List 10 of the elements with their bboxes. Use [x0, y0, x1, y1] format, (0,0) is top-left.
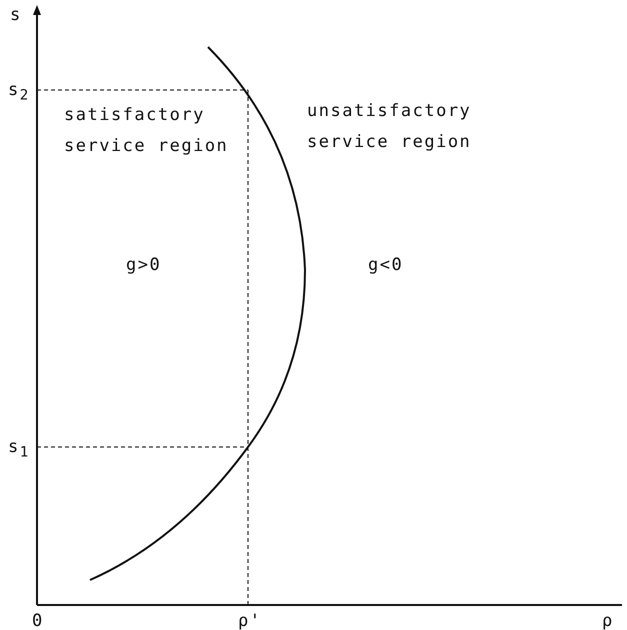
- region-label: unsatisfactory service region: [307, 100, 472, 154]
- axis-label: s: [10, 4, 22, 27]
- axis-label: ρ: [602, 610, 614, 630]
- inequality-label: g<0: [368, 254, 404, 277]
- tick-label: s$_{1}$: [8, 436, 30, 462]
- region-label: satisfactory service region: [64, 104, 230, 158]
- tick-label: s$_{2}$: [8, 79, 30, 106]
- tick-label: ρ': [238, 610, 262, 630]
- tick-label: 0: [32, 610, 44, 630]
- inequality-label: g>0: [126, 254, 162, 277]
